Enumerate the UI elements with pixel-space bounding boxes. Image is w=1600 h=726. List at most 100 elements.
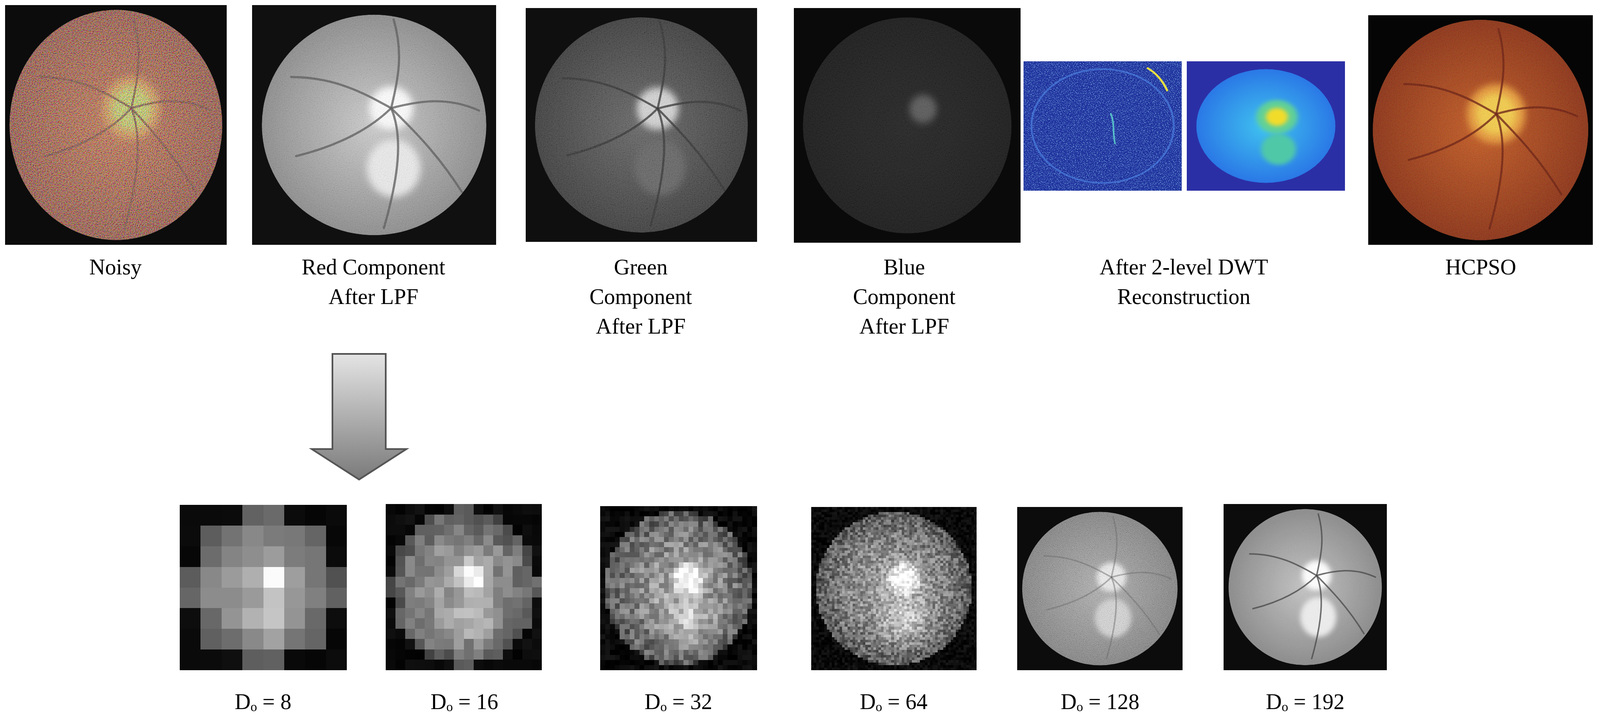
pixel-cell — [405, 608, 416, 620]
pixel-cell — [737, 547, 743, 553]
pixel-cell — [847, 507, 851, 510]
pixel-cell — [717, 578, 723, 584]
pixel-cell — [463, 608, 475, 620]
pixel-cell — [927, 512, 931, 515]
pixel-cell — [434, 608, 445, 620]
pixel-cell — [713, 598, 719, 604]
pixel-cell — [702, 568, 709, 574]
pixel-cell — [605, 629, 611, 635]
pixel-cell — [605, 537, 611, 543]
pixel-cell — [600, 511, 606, 517]
pixel-cell — [395, 576, 406, 588]
pixel-cell — [619, 516, 625, 522]
pixel-cell — [385, 608, 396, 620]
pixel-cell — [919, 509, 923, 513]
pixel-cell — [600, 624, 606, 630]
pixel-cell — [619, 578, 625, 584]
pixel-cell — [717, 619, 723, 625]
pixel-cell — [614, 614, 621, 620]
pixel-cell — [639, 593, 645, 599]
pixel-cell — [818, 514, 822, 518]
pixel-cell — [673, 629, 679, 635]
pixel-cell — [816, 509, 819, 513]
pixel-cell — [878, 509, 881, 513]
pixel-cell — [649, 506, 655, 512]
pixel-cell — [826, 524, 830, 528]
pixel-cell — [747, 516, 753, 522]
pixel-cell — [824, 522, 827, 525]
pixel-cell — [664, 562, 670, 569]
pixel-cell — [904, 527, 907, 530]
pixel-cell — [742, 639, 748, 645]
fundus-rect — [525, 8, 758, 242]
pixel-cell — [717, 629, 723, 635]
pixel-cell — [698, 562, 704, 569]
pixel-cell — [385, 659, 396, 671]
pixel-cell — [242, 628, 265, 651]
pixel-cell — [943, 524, 946, 528]
pixel-cell — [658, 665, 665, 671]
pixel-cell — [950, 527, 954, 530]
pixel-cell — [839, 512, 843, 515]
pixel-cell — [847, 517, 851, 520]
pixel-cell — [605, 665, 611, 671]
pixel-cell — [732, 583, 738, 589]
pixel-cell — [886, 527, 889, 530]
pixel-cell — [639, 588, 645, 594]
pixel-cell — [654, 598, 660, 604]
pixel-cell — [873, 512, 876, 515]
pixel-cell — [932, 522, 936, 525]
pixel-cell — [614, 583, 621, 589]
pixel-cell — [693, 547, 699, 553]
pixel-cell — [444, 524, 455, 536]
pixel-cell — [708, 650, 714, 656]
pixel-cell — [813, 529, 817, 533]
pixel-cell — [654, 588, 660, 594]
pixel-cell — [483, 514, 494, 526]
pixel-cell — [493, 556, 504, 568]
pixel-cell — [649, 562, 655, 569]
pixel-cell — [629, 665, 635, 671]
pixel-cell — [708, 639, 714, 645]
pixel-cell — [609, 634, 615, 640]
pixel-cell — [614, 619, 621, 625]
pixel-cell — [405, 514, 416, 526]
pixel-cell — [668, 511, 674, 517]
pixel-cell — [673, 573, 679, 579]
pixel-cell — [502, 576, 514, 588]
pixel-cell — [639, 619, 645, 625]
pixel-cell — [713, 614, 719, 620]
pixel-cell — [751, 629, 758, 635]
pixel-cell — [678, 552, 684, 558]
pixel-cell — [654, 619, 660, 625]
pixel-cell — [873, 517, 876, 520]
pixel-cell — [424, 597, 435, 609]
pixel-cell — [727, 552, 733, 558]
pixel-cell — [532, 628, 542, 640]
pixel-cell — [751, 552, 758, 558]
pixel-cell — [751, 603, 758, 610]
pixel-cell — [911, 519, 915, 523]
pixel-cell — [639, 516, 645, 522]
pixel-cell — [179, 628, 202, 651]
pixel-cell — [453, 524, 464, 536]
pixel-cell — [609, 609, 615, 615]
pixel-cell — [473, 597, 484, 609]
pixel-cell — [813, 519, 817, 523]
pixel-cell — [826, 522, 830, 525]
pixel-cell — [284, 525, 307, 548]
pixel-cell — [619, 521, 625, 527]
pixel-cell — [649, 542, 655, 548]
pixel-cell — [847, 522, 851, 525]
pixel-cell — [727, 511, 733, 517]
pixel-cell — [688, 557, 694, 563]
pixel-cell — [619, 619, 625, 625]
pixel-cell — [649, 583, 655, 589]
fundus-circle — [1196, 68, 1336, 183]
pixel-cell — [916, 507, 920, 510]
pixel-cell — [813, 527, 817, 530]
pixel-cell — [634, 665, 640, 671]
pixel-cell — [200, 504, 223, 527]
pixel-cell — [619, 593, 625, 599]
pixel-cell — [717, 516, 723, 522]
